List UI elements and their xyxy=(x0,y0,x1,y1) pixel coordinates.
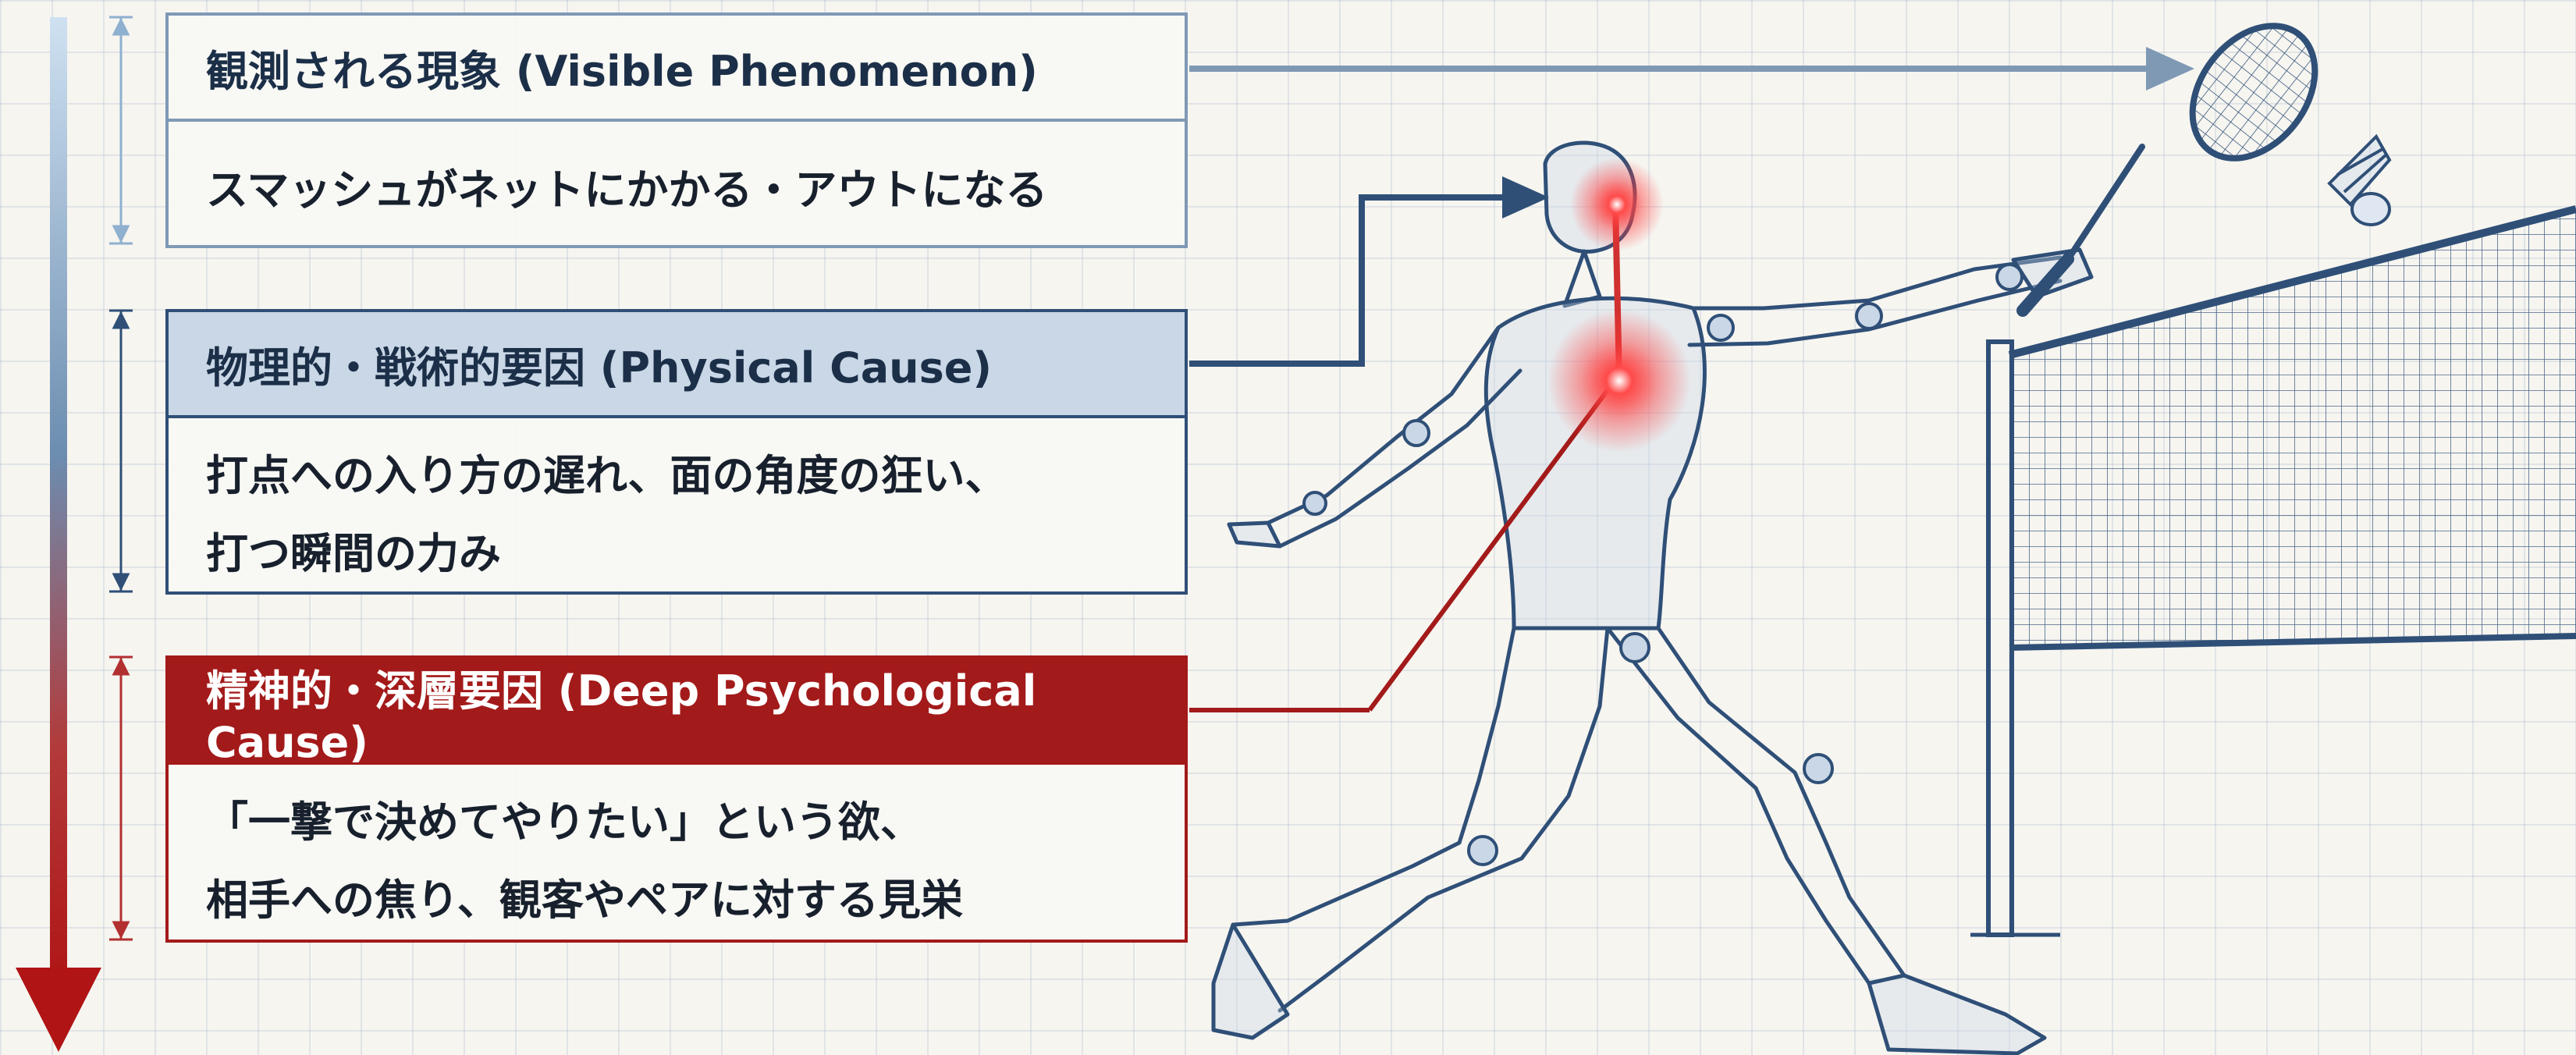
physical-cause-box: 物理的・戦術的要因 (Physical Cause) 打点への入り方の遅れ、面の… xyxy=(165,309,1188,595)
physical-cause-title: 物理的・戦術的要因 (Physical Cause) xyxy=(169,312,1185,418)
deep-cause-line: 「一撃で決めてやりたい」という欲、 xyxy=(206,783,1147,861)
deep-cause-title: 精神的・深層要因 (Deep Psychological Cause) xyxy=(169,659,1185,765)
span-indicator-physical xyxy=(109,311,133,591)
player-wireframe-icon xyxy=(1213,143,2091,1053)
shuttlecock-icon xyxy=(2329,137,2389,225)
badminton-net-icon xyxy=(1970,209,2576,935)
deep-cause-line: 相手への焦り、観客やペアに対する見栄 xyxy=(206,861,1147,940)
span-indicator-deep xyxy=(109,657,133,940)
chest-hotspot-icon xyxy=(1547,309,1691,453)
visible-phenomenon-box: 観測される現象 (Visible Phenomenon) スマッシュがネットにか… xyxy=(165,12,1188,248)
head-hotspot-icon xyxy=(1570,158,1664,251)
depth-arrow-icon xyxy=(16,17,101,1052)
visible-phenomenon-body: スマッシュがネットにかかる・アウトになる xyxy=(169,122,1185,253)
physical-cause-line: 打つ瞬間の力み xyxy=(206,515,1147,593)
physical-cause-body: 打点への入り方の遅れ、面の角度の狂い、 打つ瞬間の力み xyxy=(169,418,1185,616)
span-indicator-visible xyxy=(109,17,133,243)
visible-phenomenon-title: 観測される現象 (Visible Phenomenon) xyxy=(169,16,1185,122)
physical-cause-line: 打点への入り方の遅れ、面の角度の狂い、 xyxy=(206,437,1147,515)
deep-cause-body: 「一撃で決めてやりたい」という欲、 相手への焦り、観客やペアに対する見栄 xyxy=(169,765,1185,963)
connector-visible xyxy=(1189,47,2194,91)
racket-icon xyxy=(2023,2,2340,311)
deep-cause-box: 精神的・深層要因 (Deep Psychological Cause) 「一撃で… xyxy=(165,655,1188,943)
visible-phenomenon-line: スマッシュがネットにかかる・アウトになる xyxy=(206,151,1147,229)
